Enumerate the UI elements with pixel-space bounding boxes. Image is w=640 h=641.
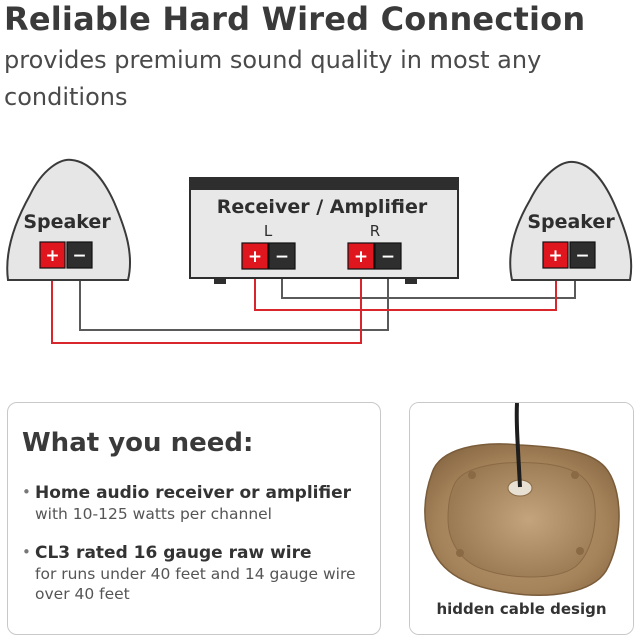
requirements-card [7, 402, 381, 635]
rock-inner-cavity [447, 462, 596, 578]
right-speaker-label: Speaker [527, 211, 615, 233]
screw-hole [468, 471, 476, 479]
requirement-main: CL3 rated 16 gauge raw wire [35, 543, 312, 563]
left-speaker-minus-terminal [66, 241, 93, 269]
rock-speaker-underside-image [410, 403, 633, 634]
receiver-top-bar [190, 178, 458, 190]
left-speaker-plus-sign: + [45, 246, 59, 266]
left-negative-wire-to-speaker [79, 268, 389, 331]
receiver-left-plus-sign: + [248, 247, 262, 267]
requirement-main: Home audio receiver or amplifier [35, 483, 352, 503]
screw-hole [456, 549, 464, 557]
receiver-feet-left [214, 278, 226, 284]
screw-hole [571, 471, 579, 479]
page-subtitle: provides premium sound quality in most a… [4, 46, 542, 111]
right-speaker-plus-terminal [542, 241, 569, 269]
receiver-feet-right [405, 278, 417, 284]
right-speaker-rock-shape [509, 160, 633, 281]
left-speaker-rock-shape [6, 158, 131, 281]
receiver-left-plus-terminal [241, 242, 269, 270]
requirement-item: • Home audio receiver or amplifier with … [22, 482, 372, 524]
right-speaker: Speaker + − [509, 160, 633, 281]
receiver-right-plus-sign: + [354, 247, 368, 267]
bullet-icon: • [22, 483, 31, 501]
bullet-icon: • [22, 543, 31, 561]
left-speaker-label: Speaker [23, 211, 111, 233]
right-speaker-minus-terminal [569, 241, 596, 269]
receiver-left-minus-sign: − [275, 247, 289, 267]
receiver-label: Receiver / Amplifier [217, 196, 428, 218]
right-speaker-minus-sign: − [575, 246, 589, 266]
requirement-detail: for runs under 40 feet and 14 gauge wire… [35, 565, 356, 603]
receiver-left-minus-terminal [268, 242, 296, 270]
receiver-right-minus-sign: − [381, 247, 395, 267]
left-positive-wire [254, 268, 557, 311]
receiver-body [189, 177, 459, 279]
left-negative-wire [281, 268, 576, 299]
channel-right-label: R [370, 222, 380, 240]
channel-left-label: L [264, 222, 273, 240]
page-title: Reliable Hard Wired Connection [4, 0, 586, 38]
left-speaker: Speaker + − [6, 158, 131, 281]
speaker-wires [51, 268, 576, 344]
wiring-diagram: Speaker + − Receiver / Amplifier L R + −… [6, 158, 633, 344]
receiver-amplifier: Receiver / Amplifier L R + − + − [189, 177, 459, 284]
right-positive-wire [51, 268, 362, 344]
left-speaker-plus-terminal [39, 241, 66, 269]
cable [514, 403, 522, 488]
requirement-item: • CL3 rated 16 gauge raw wire for runs u… [22, 542, 372, 604]
hidden-cable-photo-card [409, 402, 634, 635]
screw-hole [576, 547, 584, 555]
requirements-title: What you need: [22, 428, 254, 458]
receiver-right-plus-terminal [347, 242, 375, 270]
left-speaker-minus-sign: − [72, 246, 86, 266]
requirement-detail: with 10-125 watts per channel [35, 505, 272, 523]
receiver-right-minus-terminal [374, 242, 402, 270]
right-speaker-plus-sign: + [548, 246, 562, 266]
photo-caption: hidden cable design [436, 600, 607, 618]
